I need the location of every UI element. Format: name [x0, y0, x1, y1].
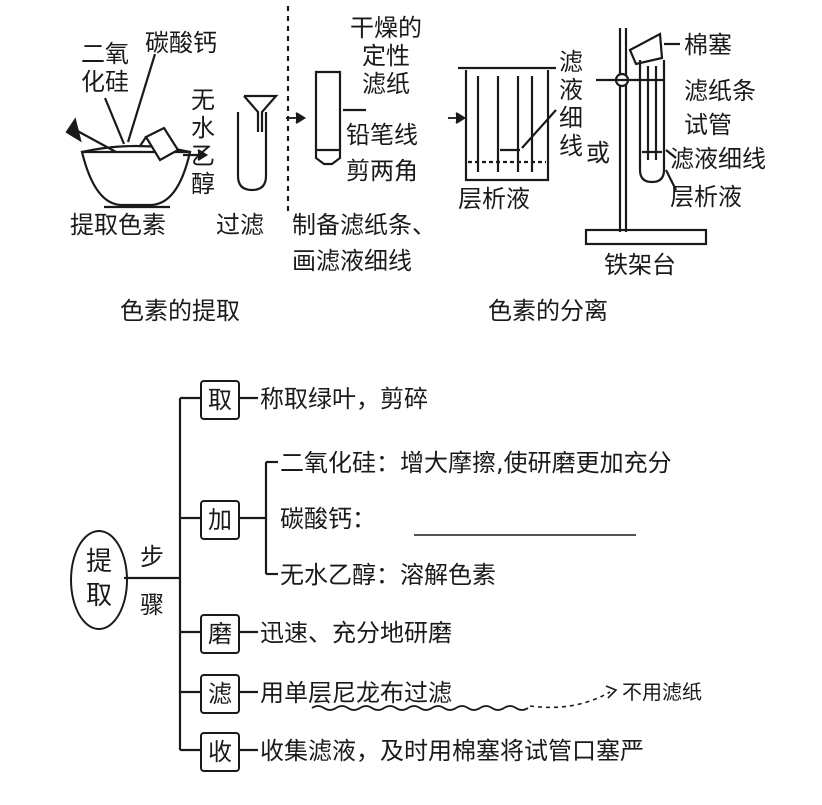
- label-filtrate-line: 滤液细线: [670, 145, 766, 173]
- step-box-add: 加: [200, 500, 240, 540]
- step-box-collect: 收: [200, 732, 240, 772]
- label-solvent-stand: 层析液: [670, 183, 742, 211]
- wavy-underline: [311, 705, 529, 711]
- label-paper-strip: 滤纸条: [684, 77, 756, 105]
- label-cotton-plug: 棉塞: [684, 31, 732, 59]
- arrow-sio2: [103, 97, 126, 145]
- step-text-take: 称取绿叶，剪碎: [260, 385, 428, 413]
- mortar-and-pestle-drawing: [65, 117, 192, 209]
- note-no-filter-paper: 不用滤纸: [622, 680, 702, 704]
- root-oval-extract: 提 取: [70, 530, 128, 630]
- label-ethanol: 无 水 乙 醇: [191, 86, 215, 198]
- step-box-filter: 滤: [200, 674, 240, 714]
- step-text-collect: 收集滤液，及时用棉塞将试管口塞严: [260, 737, 644, 765]
- section-title-extraction: 色素的提取: [120, 297, 240, 325]
- step-text-filter: 用单层尼龙布过滤: [260, 679, 452, 707]
- pouring-beaker-drawing: [139, 126, 180, 162]
- label-or: 或: [586, 139, 610, 167]
- steps-label-2: 骤: [140, 591, 164, 619]
- label-sio2: 二氧 化硅: [81, 40, 129, 96]
- label-cut-corners: 剪两角: [346, 157, 418, 185]
- funnel-tube-drawing: [236, 94, 279, 192]
- step-box-take: 取: [200, 380, 240, 420]
- label-solvent-beaker: 层析液: [458, 185, 530, 213]
- flow-connectors: [124, 396, 636, 752]
- caption-filter: 过滤: [216, 211, 264, 239]
- caption-prep-line2: 画滤液细线: [292, 247, 412, 275]
- note-arrow: [529, 691, 611, 709]
- label-iron-stand: 铁架台: [604, 251, 676, 279]
- label-caco3: 碳酸钙: [145, 29, 217, 57]
- steps-label-1: 步: [140, 543, 164, 571]
- add-item-sio2: 二氧化硅：增大摩擦,使研磨更加充分: [280, 449, 672, 477]
- filter-paper-strip-drawing: [314, 70, 342, 166]
- add-item-caco3: 碳酸钙：: [280, 505, 376, 533]
- iron-stand-drawing: [584, 28, 708, 246]
- label-pencil-line: 铅笔线: [346, 121, 418, 149]
- step-text-grind: 迅速、充分地研磨: [260, 619, 452, 647]
- add-item-ethanol: 无水乙醇：溶解色素: [280, 561, 496, 589]
- section-title-separation: 色素的分离: [488, 297, 608, 325]
- underlined-nylon-cloth: 单层尼龙布过滤: [284, 679, 452, 707]
- caption-prep-line1: 制备滤纸条、: [292, 211, 436, 239]
- step-box-grind: 磨: [200, 614, 240, 654]
- beaker-drawing: [458, 66, 557, 182]
- label-test-tube: 试管: [684, 111, 732, 139]
- label-filtrate-line-vertical: 滤 液 细 线: [559, 48, 583, 160]
- arrow-caco3: [126, 53, 157, 143]
- caption-extract-pigment: 提取色素: [70, 211, 166, 239]
- label-dry-filter-paper: 干燥的 定性 滤纸: [350, 14, 422, 98]
